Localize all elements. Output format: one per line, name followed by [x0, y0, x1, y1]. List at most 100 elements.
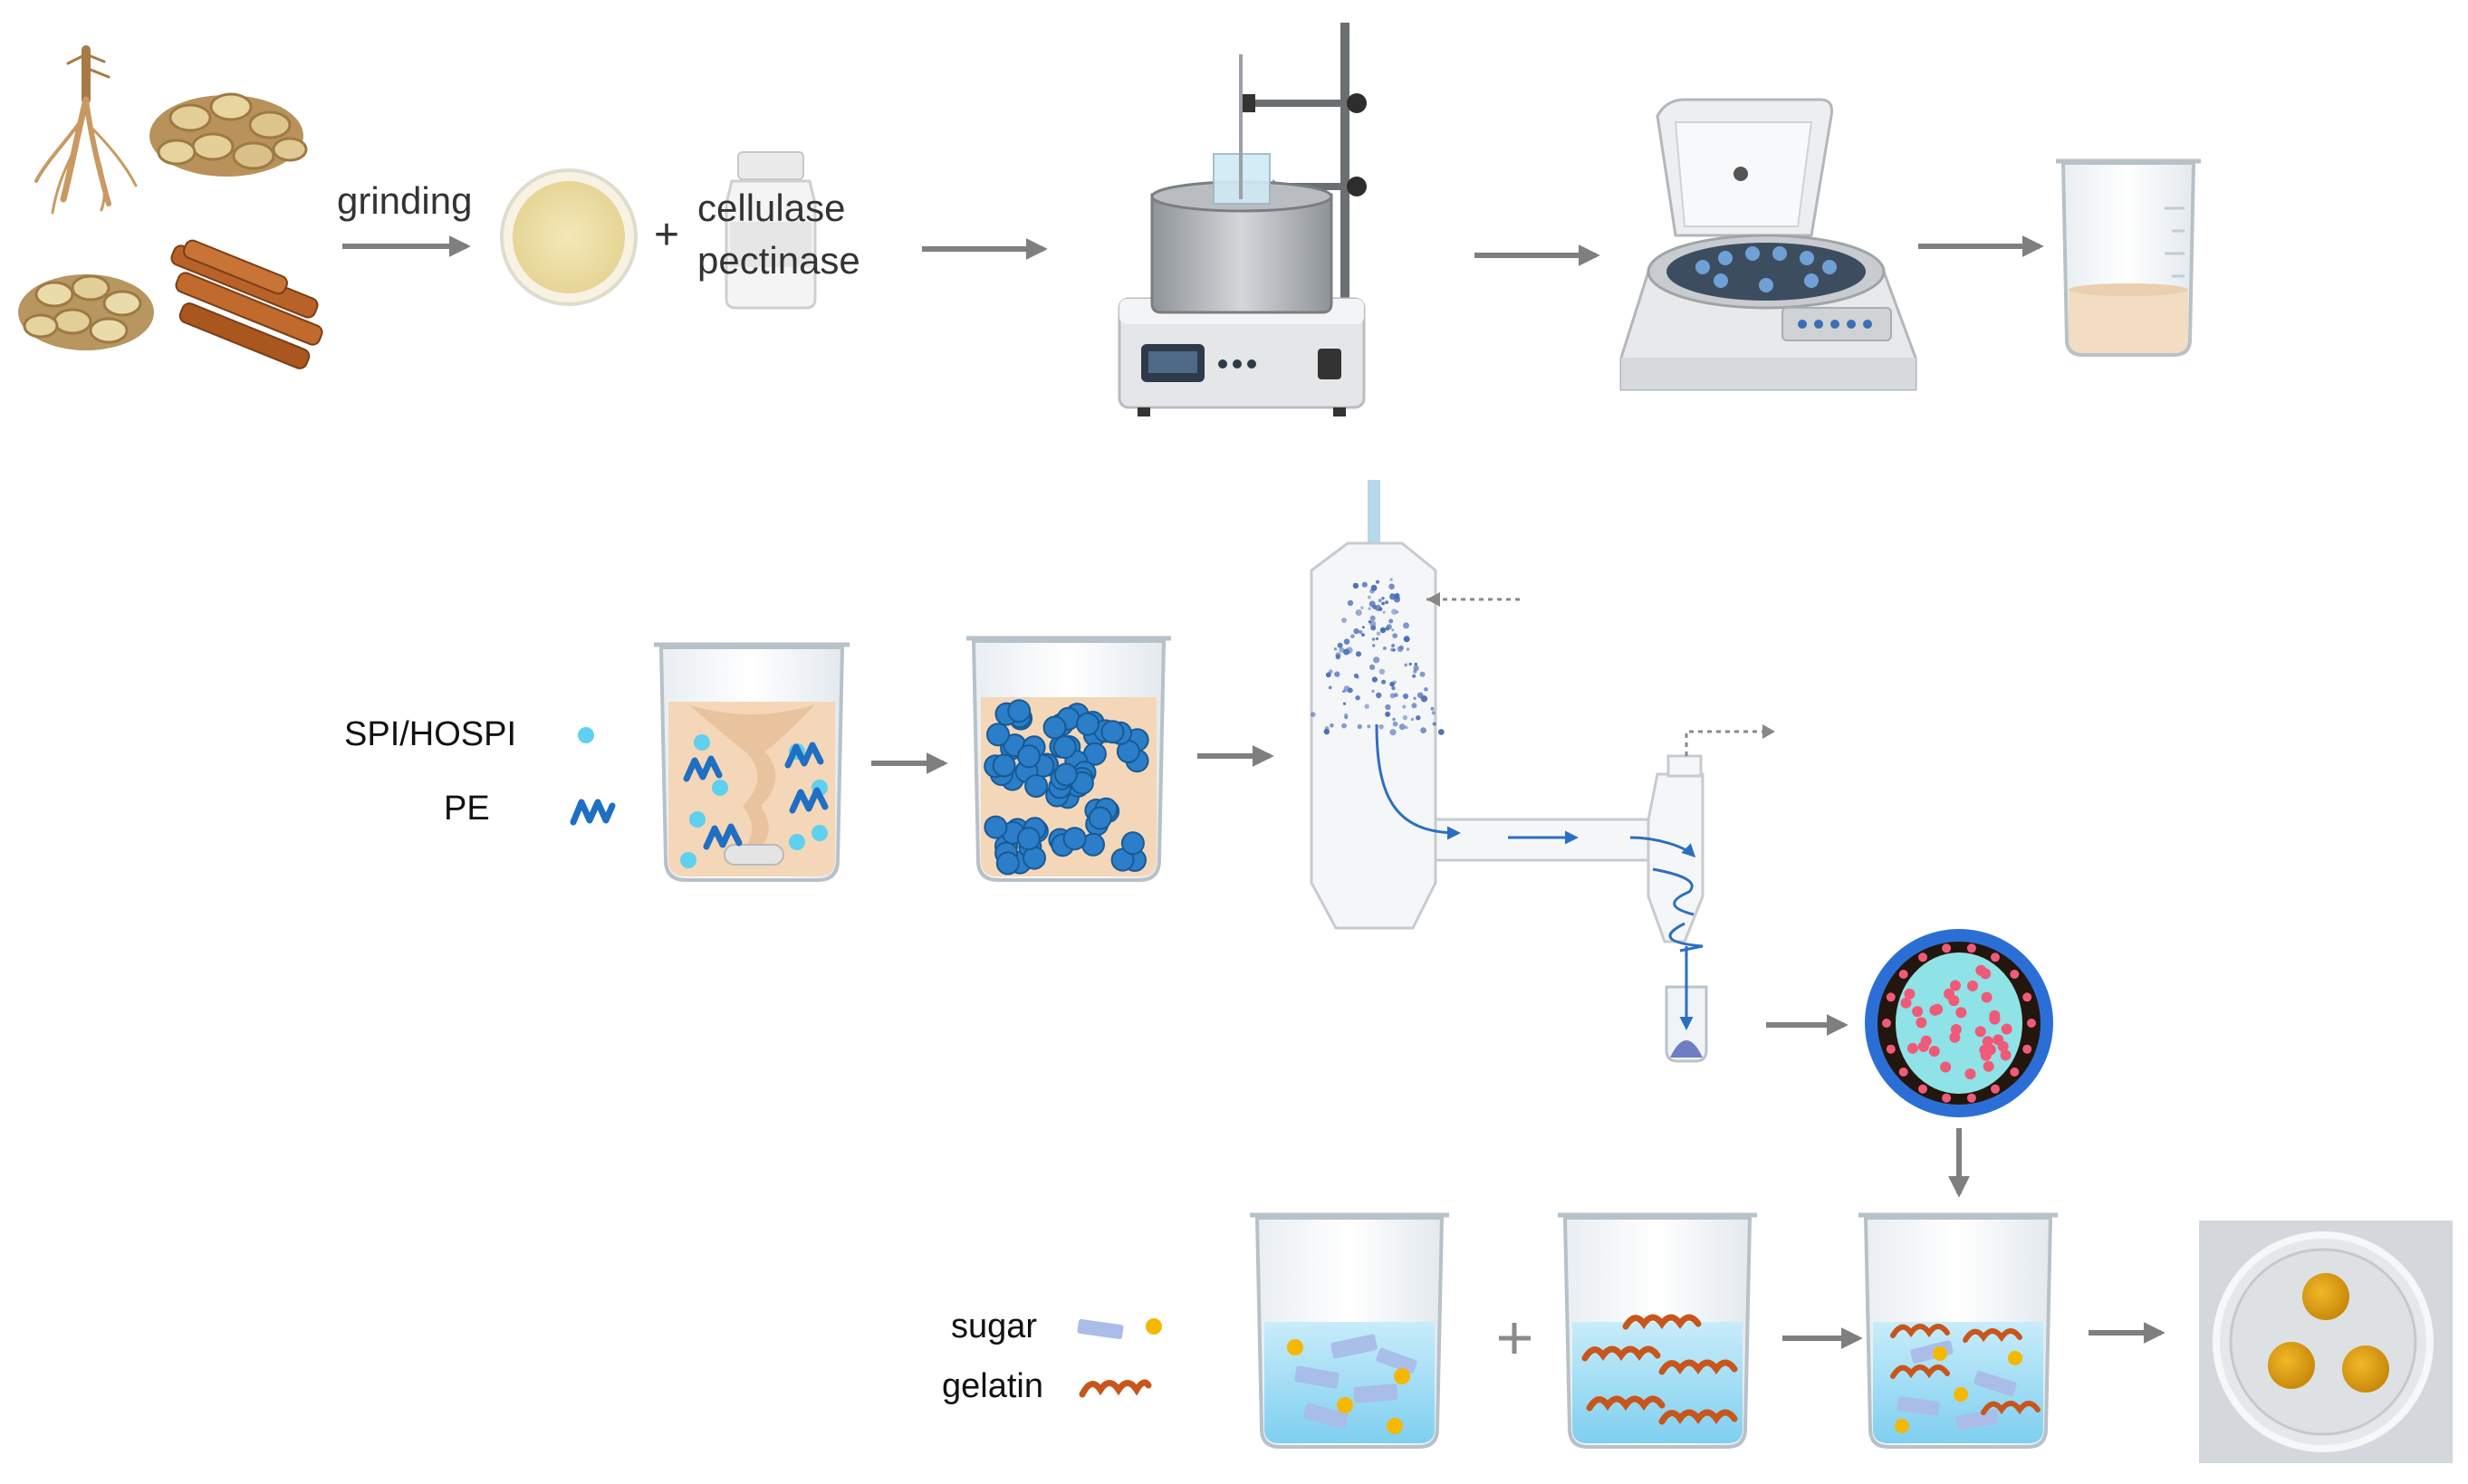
legend-sugar-bar: [1077, 1318, 1124, 1340]
spray-droplet: [1382, 610, 1386, 614]
spray-droplet: [1355, 651, 1362, 657]
spray-droplet: [1361, 626, 1365, 629]
protein-particle: [1076, 712, 1100, 736]
label-plus: +: [654, 211, 680, 259]
spray-droplet: [1339, 646, 1345, 653]
spray-droplet: [1410, 717, 1415, 722]
capsule-particle: [1967, 980, 1978, 991]
spray-droplet: [1413, 669, 1417, 674]
spray-droplet: [1325, 672, 1331, 678]
powder-dish-icon: [500, 168, 638, 306]
capsule-particle: [1964, 1068, 1976, 1080]
raw-herbs-icon: [18, 45, 323, 369]
protein-particle: [1088, 806, 1112, 830]
shell-particle: [2022, 1044, 2032, 1054]
legend-sugar-dot: [1146, 1318, 1162, 1335]
spray-droplet: [1419, 671, 1426, 677]
shell-particle: [2027, 1019, 2036, 1028]
shell-particle: [1991, 953, 2000, 962]
label-pe: PE: [444, 790, 490, 828]
legend-gelatin-wave-icon: [1079, 1379, 1152, 1398]
gelatin-solution-beaker-icon: [1558, 1212, 1757, 1449]
capsule-particle: [1949, 1031, 1961, 1043]
shell-particle: [2010, 1068, 2020, 1077]
capsule-particle: [1920, 1035, 1932, 1047]
spray-droplet: [1390, 593, 1394, 597]
spray-droplet: [1343, 685, 1350, 693]
spray-droplet: [1385, 711, 1391, 717]
spray-droplet: [1372, 644, 1376, 647]
spray-droplet: [1393, 693, 1398, 698]
spray-droplet: [1355, 695, 1360, 701]
spray-droplet: [1431, 711, 1436, 715]
spray-droplet: [1341, 618, 1347, 623]
capsule-particle: [1981, 991, 1993, 1003]
stirred-mixture-beaker-icon: [654, 642, 850, 882]
spray-droplet: [1361, 581, 1368, 588]
spray-droplet: [1336, 655, 1340, 658]
spray-droplet: [1389, 681, 1395, 687]
spray-droplet: [1385, 600, 1388, 605]
spray-droplet: [1357, 723, 1362, 730]
spray-droplet: [1385, 704, 1391, 711]
gummy-petri-dish-icon: [2199, 1221, 2453, 1463]
protein-particle: [1007, 699, 1032, 723]
microcapsule-icon: [1865, 929, 2053, 1117]
spray-droplet: [1356, 675, 1359, 679]
spray-droplet: [1413, 665, 1419, 672]
label-gelatin: gelatin: [942, 1367, 1043, 1405]
spray-droplet: [1399, 645, 1405, 650]
shell-particle: [1898, 970, 1908, 979]
spray-droplet: [1371, 689, 1375, 694]
capsule-particle: [1928, 1046, 1940, 1057]
spray-droplet: [1378, 724, 1384, 730]
capsule-particle: [1975, 964, 1987, 976]
protein-particles-beaker-icon: [966, 636, 1171, 882]
spray-droplet: [1359, 630, 1363, 635]
spray-droplet: [1381, 597, 1385, 600]
legend-pe-wave-icon: [570, 799, 616, 826]
label-pectinase: pectinase: [697, 239, 860, 282]
spray-droplet: [1391, 628, 1395, 632]
legend-spi-dot: [578, 727, 594, 743]
spray-droplet: [1378, 598, 1382, 603]
spray-droplet: [1355, 609, 1362, 617]
spray-droplet: [1361, 633, 1365, 637]
spray-droplet: [1311, 712, 1316, 717]
capsule-particle: [1932, 1003, 1944, 1015]
spray-droplet: [1389, 693, 1396, 699]
shell-particle: [1966, 943, 1976, 953]
spray-droplet: [1391, 608, 1397, 615]
spray-droplet: [1375, 637, 1379, 641]
protein-particle: [1052, 735, 1077, 760]
spray-droplet: [1404, 663, 1408, 667]
spray-droplet: [1353, 627, 1359, 635]
spray-droplet: [1424, 687, 1428, 692]
spray-droplet: [1402, 704, 1407, 709]
protein-particle: [992, 753, 1016, 778]
plus-sign-icon: [1499, 1323, 1531, 1354]
spray-droplet: [1333, 647, 1338, 651]
spray-droplet: [1392, 717, 1396, 722]
spray-droplet: [1405, 725, 1408, 730]
label-cellulase: cellulase: [697, 187, 846, 229]
spray-droplet: [1406, 647, 1410, 651]
spray-droplet: [1381, 601, 1385, 606]
spray-droplet: [1330, 723, 1334, 728]
spray-droplet: [1350, 634, 1355, 638]
spray-droplet: [1368, 607, 1371, 610]
spray-droplet: [1408, 662, 1412, 666]
shell-particle: [1918, 953, 1927, 962]
capsule-particle: [1906, 1042, 1918, 1054]
extract-beaker-icon: [2056, 158, 2201, 357]
capsule-particle: [2001, 1023, 2012, 1035]
spray-droplet: [1402, 693, 1409, 700]
capsule-particle: [1974, 1026, 1986, 1038]
spray-droplet: [1411, 703, 1417, 709]
spray-droplet: [1432, 722, 1436, 726]
spray-droplet: [1368, 595, 1371, 599]
spray-droplet: [1391, 685, 1396, 691]
enzyme-bottle-icon: [725, 151, 817, 310]
spray-droplet: [1402, 714, 1408, 721]
